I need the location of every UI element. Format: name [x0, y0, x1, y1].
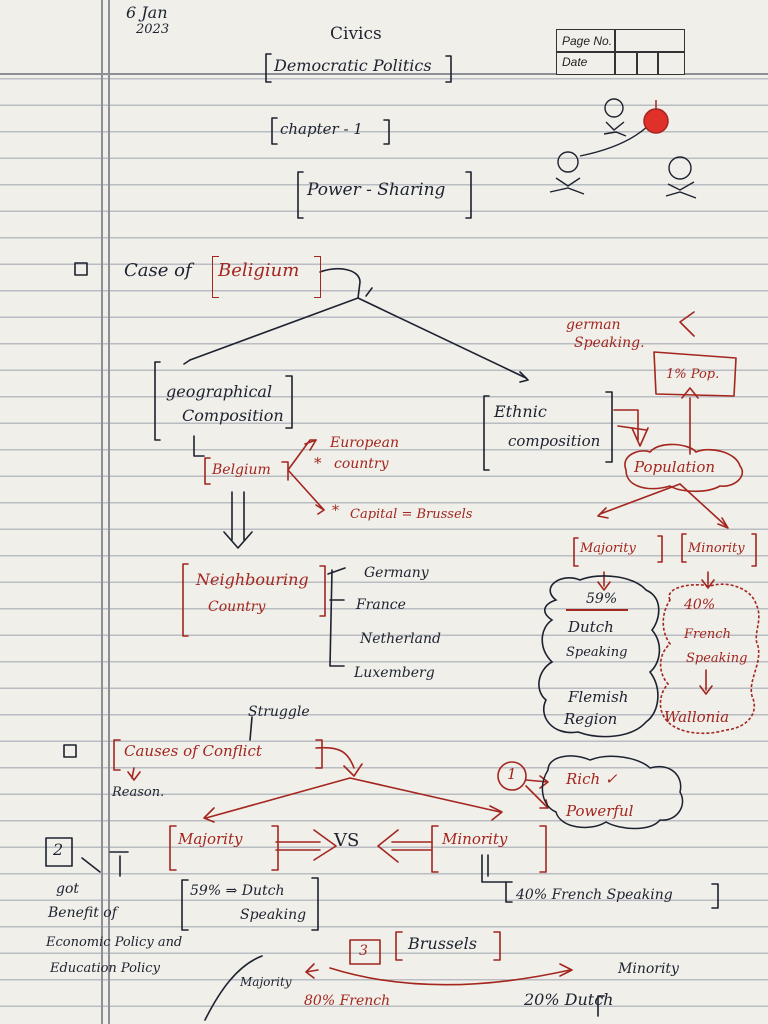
red-sticker-dot — [643, 108, 669, 134]
geo-line1: geographical — [166, 382, 273, 401]
french-speaking: Speaking — [686, 651, 748, 666]
struggle-label: Struggle — [248, 704, 310, 720]
capital-star: * — [332, 503, 339, 519]
book-title: Democratic Politics — [274, 56, 432, 75]
european-line1: European — [330, 435, 399, 451]
french-percent: 40% — [684, 597, 716, 613]
belgium-label: Belgium — [212, 462, 271, 478]
header-rule — [0, 73, 768, 75]
conflict-minority: Minority — [442, 830, 508, 848]
french-word: French — [684, 627, 731, 642]
dutch-percent-underline — [566, 609, 628, 611]
neighbouring-line1: Neighbouring — [196, 570, 309, 589]
case-prefix: Case of — [124, 260, 192, 281]
region-word: Region — [564, 710, 618, 728]
case-name: Beligium — [218, 260, 300, 281]
ethnic-line1: Ethnic — [494, 402, 547, 421]
margin-line-left — [101, 0, 103, 1024]
causes-label: Causes of Conflict — [124, 742, 262, 760]
brussels-majority-pct: 80% French — [304, 993, 391, 1009]
conflict-majority: Majority — [178, 830, 243, 848]
brussels-minority-pct: 20% Dutch — [524, 990, 614, 1009]
got-line3: Economic Policy and — [46, 935, 183, 950]
neighbour-luxemberg: Luxemberg — [354, 665, 435, 681]
vs-label: VS — [334, 830, 360, 851]
date-day: 6 Jan — [126, 3, 168, 22]
case-bracket-left — [212, 256, 219, 298]
minority-label: Minority — [688, 541, 745, 556]
neighbour-france: France — [356, 597, 406, 613]
neighbour-germany: Germany — [364, 565, 429, 581]
got-line1: got — [56, 881, 80, 897]
neighbour-netherland: Netherland — [360, 631, 441, 647]
number-3: 3 — [359, 943, 368, 959]
wallonia-word: Wallonia — [664, 708, 730, 726]
majority-label: Majority — [580, 541, 636, 556]
subject-title: Civics — [330, 24, 382, 44]
neighbouring-line2: Country — [208, 599, 266, 615]
date-label: Date — [562, 55, 588, 69]
german-line1: german — [566, 317, 621, 333]
ethnic-line2: composition — [508, 432, 601, 450]
population-label: Population — [634, 458, 716, 476]
brussels-minority: Minority — [618, 961, 679, 977]
got-line2: Benefit of — [48, 905, 117, 921]
dutch-percent: 59% — [586, 591, 618, 607]
geo-line2: Composition — [182, 406, 284, 425]
dutch-speaking: Speaking — [566, 645, 628, 660]
rich-label: Rich ✓ — [566, 770, 618, 788]
topic-title: Power - Sharing — [307, 180, 446, 200]
brussels-majority: Majority — [240, 975, 292, 989]
maj-detail-line1: 59% ⇒ Dutch — [190, 883, 285, 899]
got-line4: Education Policy — [50, 961, 160, 976]
number-1: 1 — [507, 765, 517, 783]
maj-detail-line2: Speaking — [240, 907, 307, 923]
dutch-word: Dutch — [568, 618, 614, 636]
chapter-title: chapter - 1 — [280, 120, 363, 138]
number-2: 2 — [53, 840, 64, 859]
date-year: 2023 — [136, 22, 170, 37]
page-number-label: Page No. — [562, 34, 613, 48]
brussels-label: Brussels — [408, 934, 477, 953]
one-percent-pop: 1% Pop. — [666, 367, 720, 382]
flemish-word: Flemish — [568, 688, 629, 706]
case-bracket-right — [314, 256, 321, 298]
german-line2: Speaking. — [574, 335, 645, 351]
page-number-date-box: Page No. Date — [556, 29, 685, 75]
european-star: * — [314, 454, 322, 472]
capital-label: Capital = Brussels — [350, 507, 473, 522]
margin-line-right — [108, 0, 110, 1024]
powerful-label: Powerful — [566, 802, 634, 820]
reason-label: Reason. — [112, 785, 165, 800]
min-detail: 40% French Speaking — [516, 887, 673, 903]
european-line2: country — [334, 456, 389, 472]
